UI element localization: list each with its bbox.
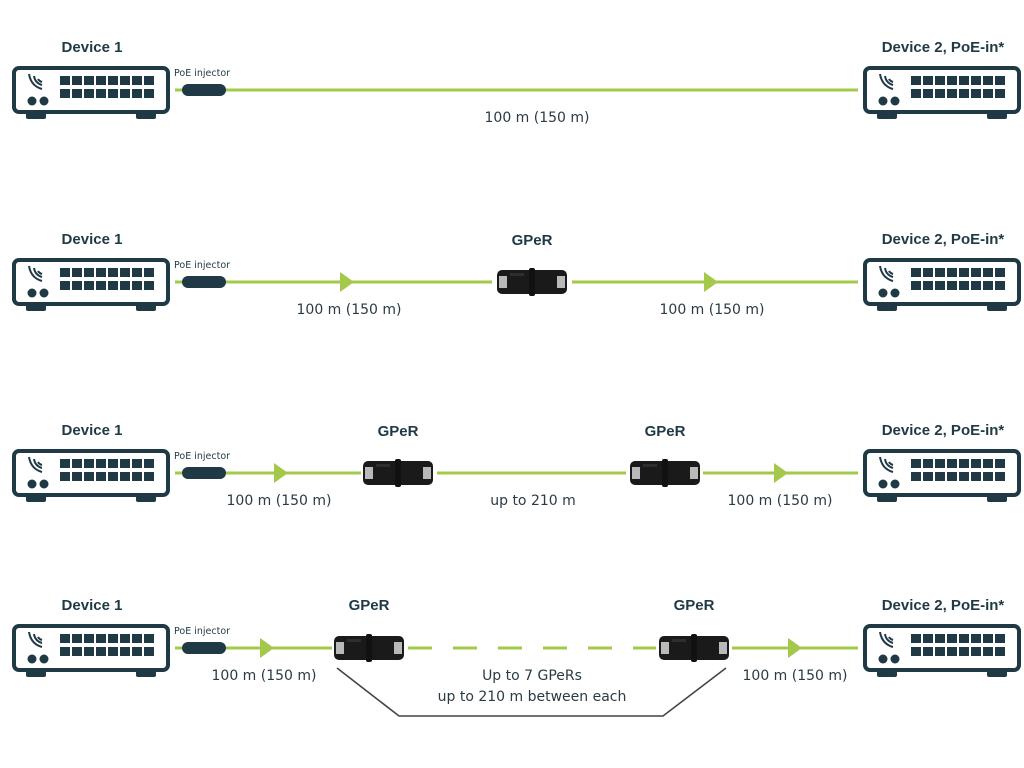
network-switch-icon	[12, 624, 170, 679]
device-left-label: Device 1	[62, 422, 123, 439]
device-left-label: Device 1	[62, 231, 123, 248]
gper-repeater-icon	[497, 268, 567, 296]
distance-label: 100 m (150 m)	[212, 668, 317, 684]
device-left-label: Device 1	[62, 597, 123, 614]
network-switch-icon	[863, 66, 1021, 121]
poe-injector-label: PoE injector	[174, 626, 230, 637]
distance-label: 100 m (150 m)	[660, 302, 765, 318]
gper-label: GPeR	[512, 232, 553, 249]
distance-label: 100 m (150 m)	[227, 493, 332, 509]
row-2: Device 1 Device 2, PoE-in* PoE injector …	[12, 231, 1021, 318]
direction-arrow-icon	[274, 463, 288, 483]
gper-label: GPeR	[674, 597, 715, 614]
network-switch-icon	[863, 449, 1021, 504]
gper-label: GPeR	[349, 597, 390, 614]
distance-label: 100 m (150 m)	[728, 493, 833, 509]
gper-label: GPeR	[378, 423, 419, 440]
chain-note-line-2: up to 210 m between each	[438, 689, 627, 705]
direction-arrow-icon	[704, 272, 718, 292]
network-switch-icon	[12, 258, 170, 313]
row-3: Device 1 Device 2, PoE-in* PoE injector …	[12, 422, 1021, 509]
network-switch-icon	[12, 66, 170, 121]
device-right-label: Device 2, PoE-in*	[882, 231, 1005, 248]
poe-injector-label: PoE injector	[174, 451, 230, 462]
gper-repeater-icon	[363, 459, 433, 487]
direction-arrow-icon	[260, 638, 274, 658]
distance-label: up to 210 m	[490, 493, 576, 509]
distance-label: 100 m (150 m)	[297, 302, 402, 318]
gper-repeater-icon	[334, 634, 404, 662]
device-right-label: Device 2, PoE-in*	[882, 597, 1005, 614]
poe-injector-icon	[182, 467, 226, 479]
poe-injector-label: PoE injector	[174, 68, 230, 79]
device-left-label: Device 1	[62, 39, 123, 56]
network-switch-icon	[863, 624, 1021, 679]
poe-injector-icon	[182, 642, 226, 654]
distance-label: 100 m (150 m)	[743, 668, 848, 684]
poe-injector-label: PoE injector	[174, 260, 230, 271]
poe-injector-icon	[182, 84, 226, 96]
row-4: Device 1 Device 2, PoE-in* PoE injector …	[12, 597, 1021, 717]
chain-bracket	[336, 667, 727, 717]
network-switch-icon	[863, 258, 1021, 313]
gper-repeater-icon	[630, 459, 700, 487]
gper-repeater-icon	[659, 634, 729, 662]
device-right-label: Device 2, PoE-in*	[882, 422, 1005, 439]
direction-arrow-icon	[788, 638, 802, 658]
network-switch-icon	[12, 449, 170, 504]
direction-arrow-icon	[340, 272, 354, 292]
device-right-label: Device 2, PoE-in*	[882, 39, 1005, 56]
direction-arrow-icon	[774, 463, 788, 483]
poe-injector-icon	[182, 276, 226, 288]
gper-label: GPeR	[645, 423, 686, 440]
chain-note-line-1: Up to 7 GPeRs	[482, 668, 582, 684]
distance-label: 100 m (150 m)	[485, 110, 590, 126]
row-1: Device 1 Device 2, PoE-in* PoE injector …	[12, 39, 1021, 126]
